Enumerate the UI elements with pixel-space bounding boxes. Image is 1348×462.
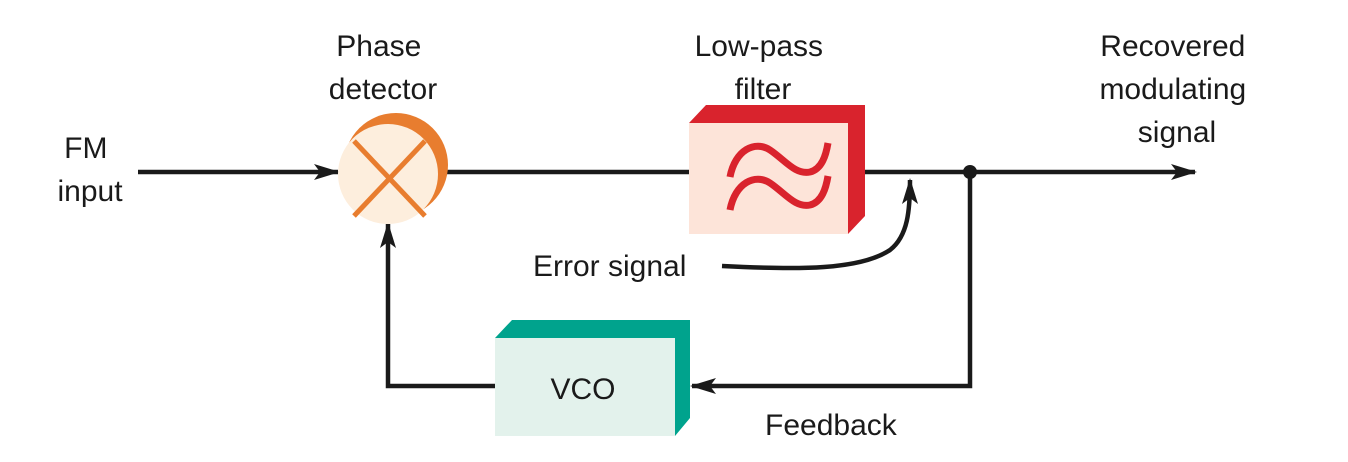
feedback-label: Feedback [765,409,898,442]
error-signal-label: Error signal [533,250,686,283]
vco-label: VCO [550,373,615,406]
phase-detector-label: Phase detector [329,30,437,106]
feedback-line [690,172,973,394]
error-signal-pointer [721,178,918,271]
junction-dot [963,165,977,179]
approx-equal-icon [726,142,832,211]
low-pass-filter-block [689,105,865,234]
phase-detector [338,113,448,224]
low-pass-filter-label: Low-pass filter [695,30,832,106]
vco-block: VCO [495,320,690,436]
recovered-signal-label: Recovered modulating signal [1099,30,1254,149]
fm-input-label: FM input [57,132,123,208]
multiply-cross-icon [352,139,427,218]
vco-to-pd-line [380,222,495,389]
